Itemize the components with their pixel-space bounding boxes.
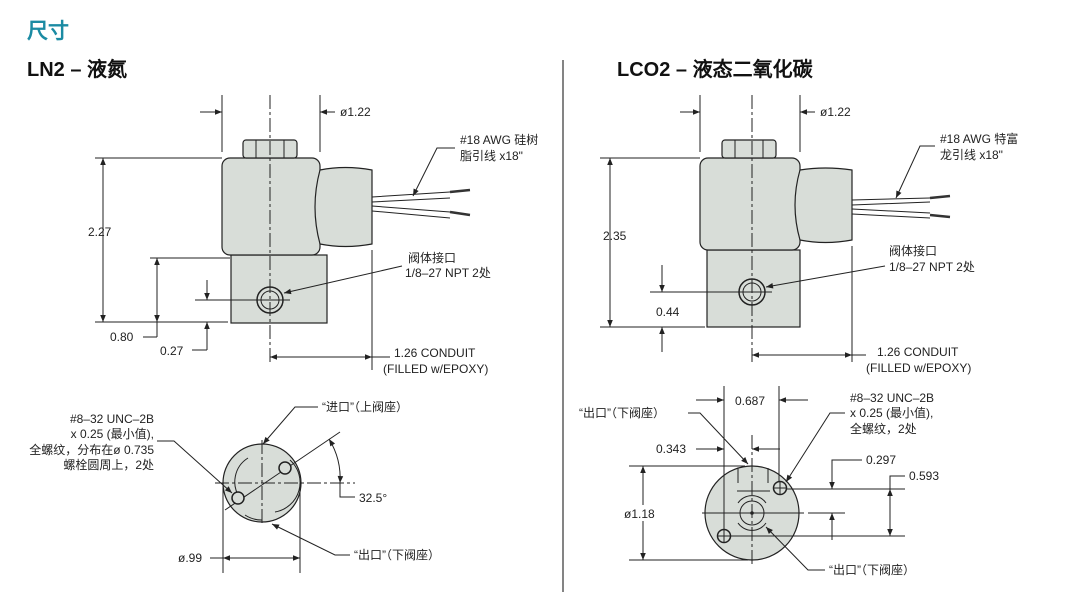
ln2-dim-080: 0.80	[110, 330, 134, 344]
ln2-thread-label-4: 螺栓圆周上，2处	[63, 457, 154, 472]
ln2-dim-027: 0.27	[160, 344, 184, 358]
lco2-dim-0593: 0.593	[909, 469, 939, 483]
ln2-conduit-label: 1.26 CONDUIT	[394, 346, 476, 360]
lco2-conduit	[794, 167, 853, 244]
ln2-wire-label: #18 AWG 硅树	[460, 132, 538, 147]
lco2-wire-label-2: 龙引线 x18"	[940, 148, 1003, 162]
lco2-thread-label-3: 全螺纹，2处	[850, 421, 917, 436]
lco2-wire-label: #18 AWG 特富	[940, 131, 1018, 146]
ln2-side-view: ø1.22 2.27 0.80 0.27 #18 AWG 硅树 脂引线 x18"…	[88, 95, 538, 376]
lco2-port-label: 阀体接口	[889, 243, 937, 258]
section-title: 尺寸	[27, 19, 69, 43]
lco2-thread-label: #8–32 UNC–2B	[850, 391, 934, 405]
lco2-dim-0687: 0.687	[735, 394, 765, 408]
ln2-conduit-label-2: (FILLED w/EPOXY)	[383, 362, 488, 376]
lco2-dim-044: 0.44	[656, 305, 680, 319]
lco2-height-label: 2.35	[603, 229, 627, 243]
ln2-hole	[231, 491, 245, 505]
lco2-dia-top-label: ø1.22	[820, 105, 851, 119]
ln2-conduit	[314, 166, 373, 248]
lco2-title: LCO2 – 液态二氧化碳	[617, 57, 814, 81]
lco2-nut	[721, 139, 777, 159]
lco2-dim-0297: 0.297	[866, 453, 896, 467]
lco2-side-view: ø1.22 2.35 0.44 #18 AWG 特富 龙引线 x18" 阀体接口…	[600, 95, 1018, 375]
lco2-bottom-view: 0.687 0.343 “出口”（下阀座） #8–32 UNC–2B x 0.2…	[579, 386, 939, 577]
lco2-dia-bottom-label: ø1.18	[624, 507, 655, 521]
ln2-thread-label-3: 全螺纹，分布在ø 0.735	[29, 442, 154, 457]
lco2-coil-housing	[699, 157, 801, 251]
lco2-conduit-label-2: (FILLED w/EPOXY)	[866, 361, 971, 375]
lco2-port-label-2: 1/8–27 NPT 2处	[889, 260, 975, 274]
ln2-port-label: 阀体接口	[408, 250, 456, 265]
ln2-height-label: 2.27	[88, 225, 112, 239]
ln2-wire-label-2: 脂引线 x18"	[460, 148, 523, 163]
ln2-thread-label: #8–32 UNC–2B	[70, 412, 154, 426]
ln2-dia-top-label: ø1.22	[340, 105, 371, 119]
lco2-conduit-label: 1.26 CONDUIT	[877, 345, 959, 359]
lco2-wires	[851, 194, 951, 219]
lco2-thread-label-2: x 0.25 (最小值),	[850, 405, 933, 420]
ln2-title: LN2 – 液氮	[27, 57, 127, 81]
ln2-thread-label-2: x 0.25 (最小值),	[71, 426, 154, 441]
lco2-outlet-top-label: “出口”（下阀座）	[579, 405, 665, 420]
ln2-wires	[371, 188, 471, 219]
ln2-angle-label: 32.5°	[359, 491, 387, 505]
ln2-bottom-view: #8–32 UNC–2B x 0.25 (最小值), 全螺纹，分布在ø 0.73…	[29, 399, 440, 573]
ln2-outlet-label: “出口”（下阀座）	[354, 547, 440, 562]
ln2-port-label-2: 1/8–27 NPT 2处	[405, 266, 491, 280]
ln2-dia-bottom-label: ø.99	[178, 551, 202, 565]
ln2-coil-housing	[221, 157, 321, 256]
lco2-outlet-bottom-label: “出口”（下阀座）	[829, 562, 915, 577]
ln2-hole	[278, 461, 292, 475]
lco2-dim-0343: 0.343	[656, 442, 686, 456]
ln2-valve-body	[230, 254, 328, 324]
ln2-inlet-label: “进口”（上阀座）	[322, 399, 408, 414]
